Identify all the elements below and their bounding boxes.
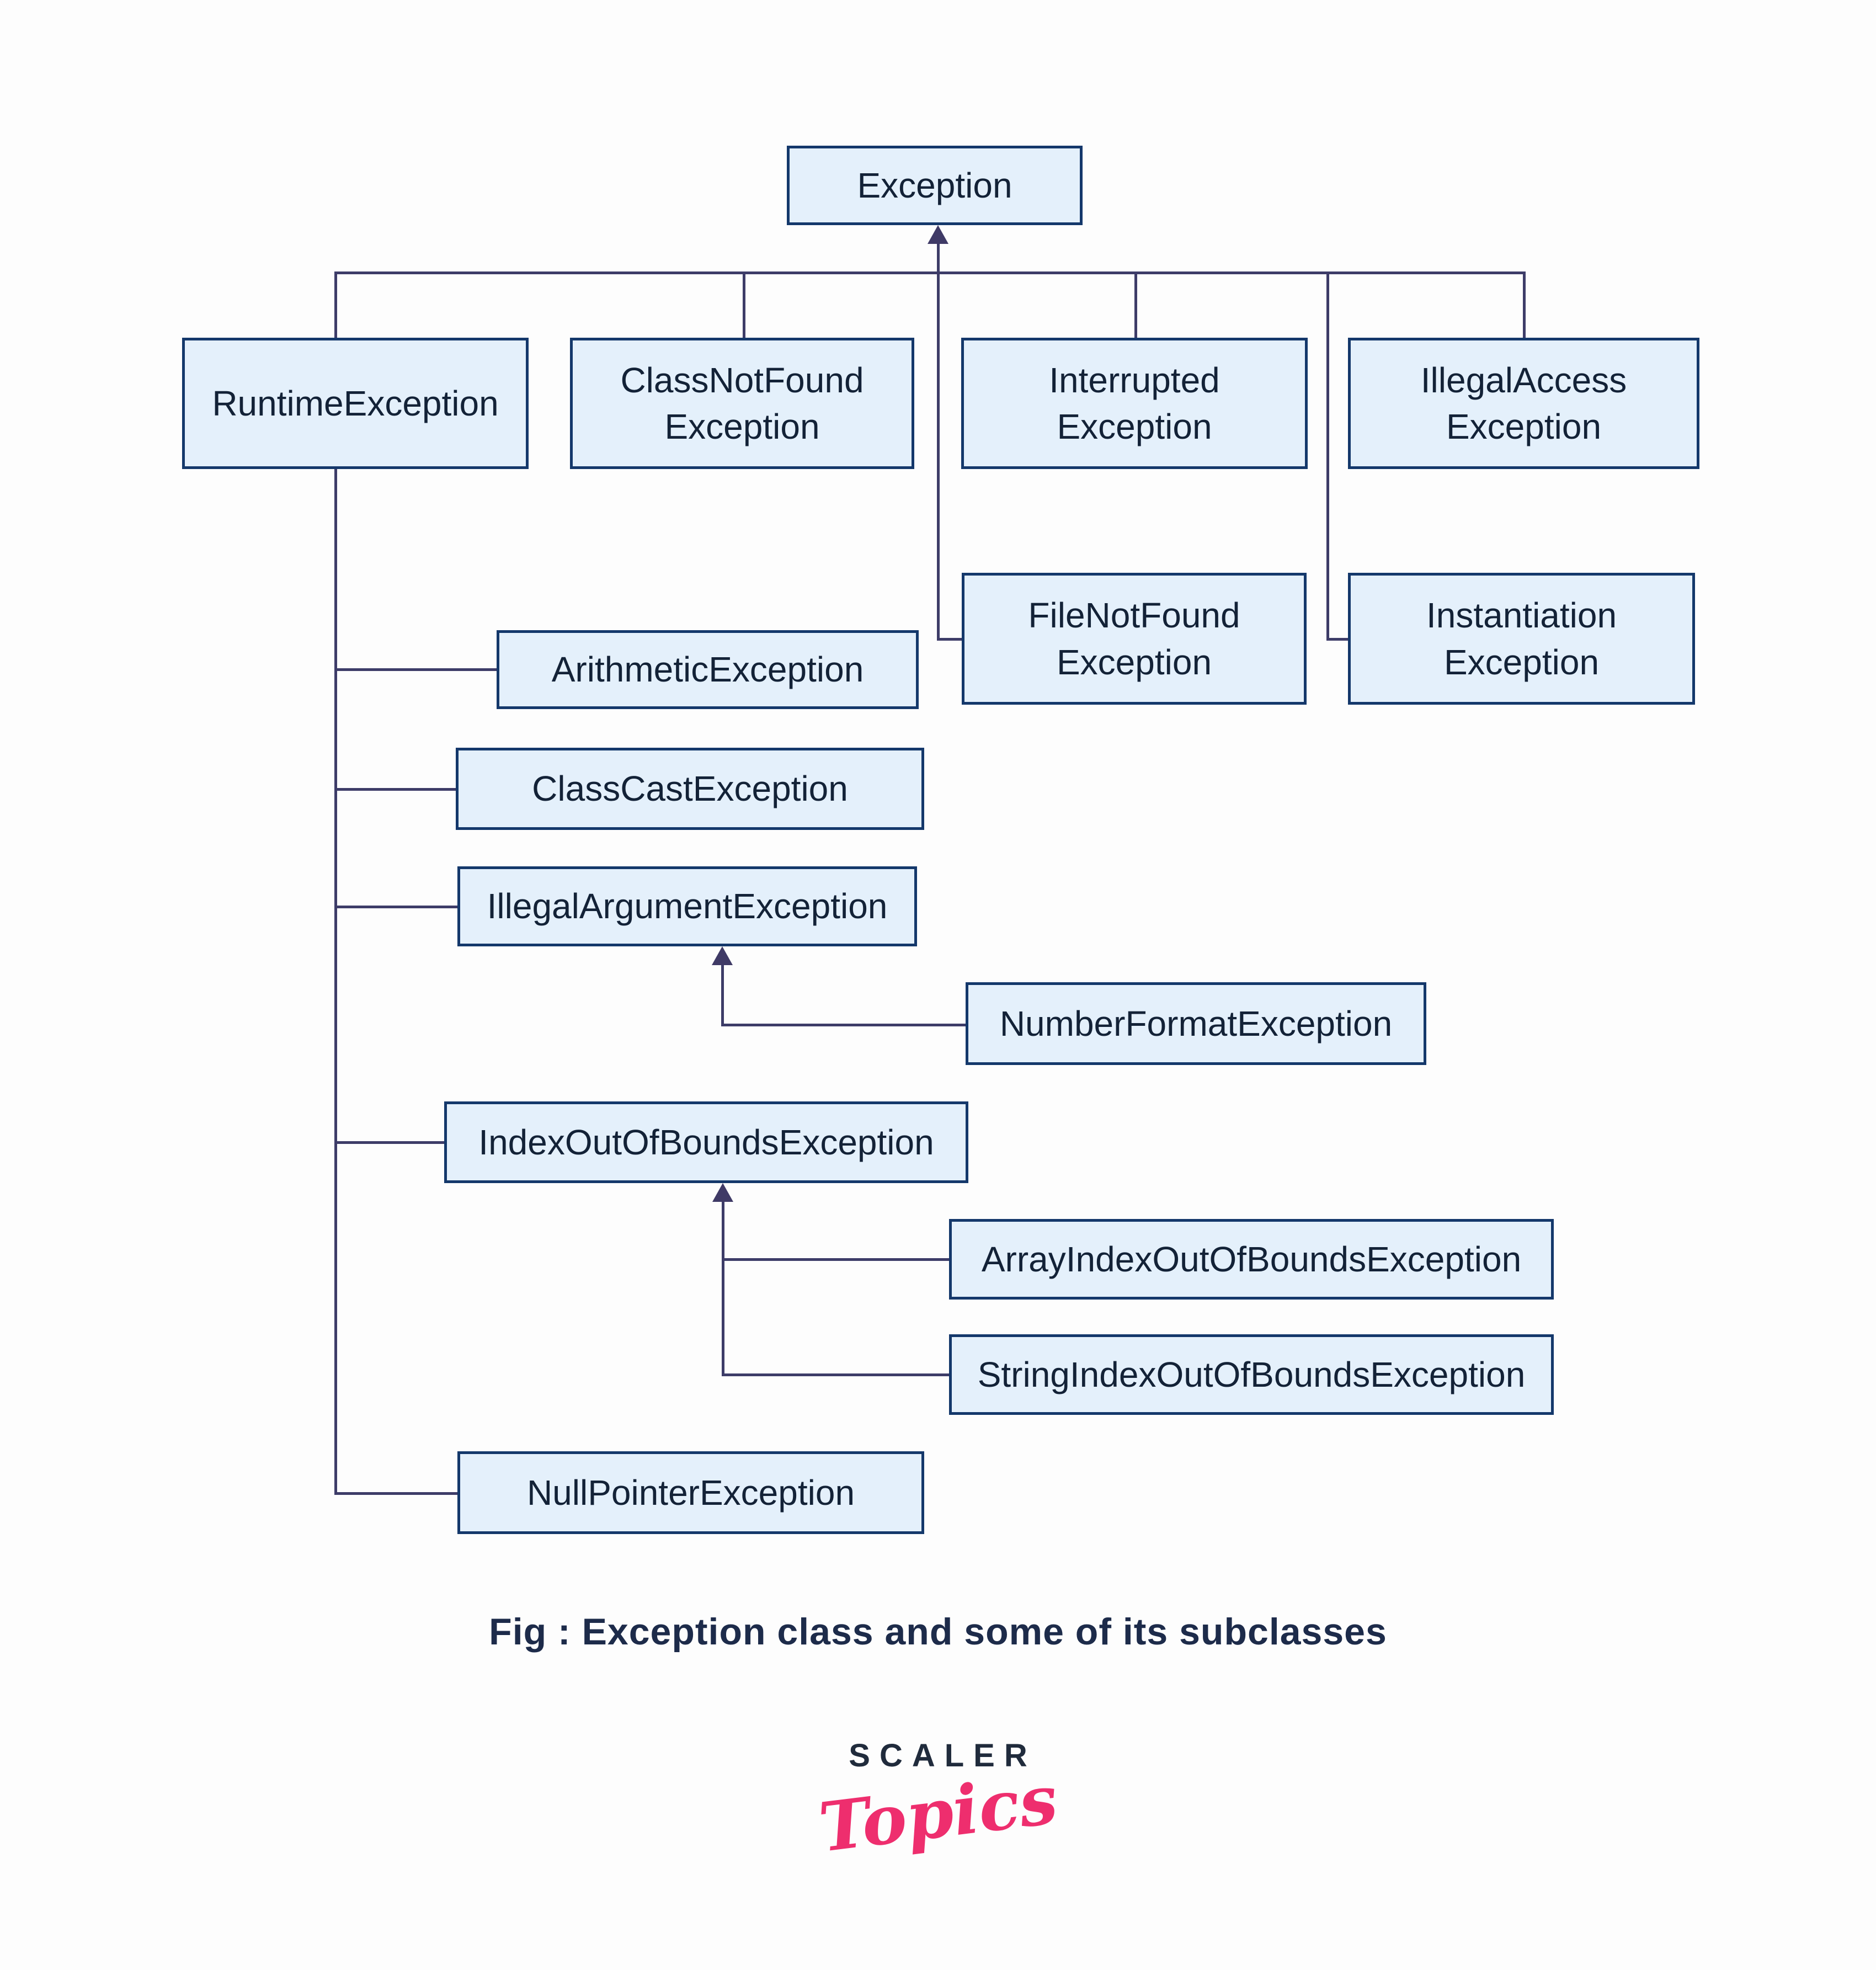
node-illegalaccess-exception: IllegalAccess Exception (1348, 338, 1699, 469)
connector-segment (721, 962, 724, 1026)
connector-segment (334, 905, 459, 908)
node-illegalargument-exception: IllegalArgumentException (457, 866, 917, 946)
arrowhead-up-icon (712, 1183, 733, 1202)
node-instantiation-exception: Instantiation Exception (1348, 573, 1695, 705)
node-classnotfound-exception: ClassNotFound Exception (570, 338, 914, 469)
connector-segment (334, 1141, 446, 1144)
connector-segment (936, 271, 940, 641)
node-nullpointer-exception: NullPointerException (457, 1451, 924, 1534)
connector-segment (936, 637, 963, 641)
node-interrupted-exception: Interrupted Exception (961, 338, 1308, 469)
node-classcast-exception: ClassCastException (456, 748, 924, 830)
connector-segment (1522, 271, 1526, 339)
connector-segment (936, 241, 940, 274)
node-numberformat-exception: NumberFormatException (966, 982, 1426, 1065)
scaler-topics-logo: SCALER Topics (0, 1737, 1876, 1867)
scaler-wordmark: SCALER (849, 1738, 1037, 1774)
connector-segment (721, 1199, 724, 1376)
connector-segment (1134, 271, 1137, 339)
connector-segment (334, 271, 337, 339)
topics-wordmark: Topics (814, 1759, 1062, 1867)
connector-segment (721, 1023, 967, 1026)
connector-segment (334, 1492, 459, 1495)
connector-segment (334, 271, 1526, 274)
arrowhead-up-icon (928, 225, 948, 244)
connector-segment (1326, 271, 1329, 641)
connector-segment (721, 1258, 951, 1261)
connector-segment (1326, 637, 1350, 641)
node-stringindexoutofbounds-exception: StringIndexOutOfBoundsException (949, 1334, 1554, 1415)
node-arrayindexoutofbounds-exception: ArrayIndexOutOfBoundsException (949, 1219, 1554, 1300)
connector-segment (334, 787, 457, 791)
node-indexoutofbounds-exception: IndexOutOfBoundsException (444, 1101, 968, 1183)
node-filenotfound-exception: FileNotFound Exception (962, 573, 1307, 705)
arrowhead-up-icon (712, 946, 733, 965)
figure-caption: Fig : Exception class and some of its su… (489, 1611, 1387, 1653)
connector-segment (334, 668, 498, 671)
connector-segment (334, 467, 337, 1495)
node-exception: Exception (787, 146, 1083, 225)
connector-segment (721, 1373, 951, 1376)
node-runtime-exception: RuntimeException (182, 338, 529, 469)
node-arithmetic-exception: ArithmeticException (497, 630, 919, 709)
connector-segment (742, 271, 745, 339)
